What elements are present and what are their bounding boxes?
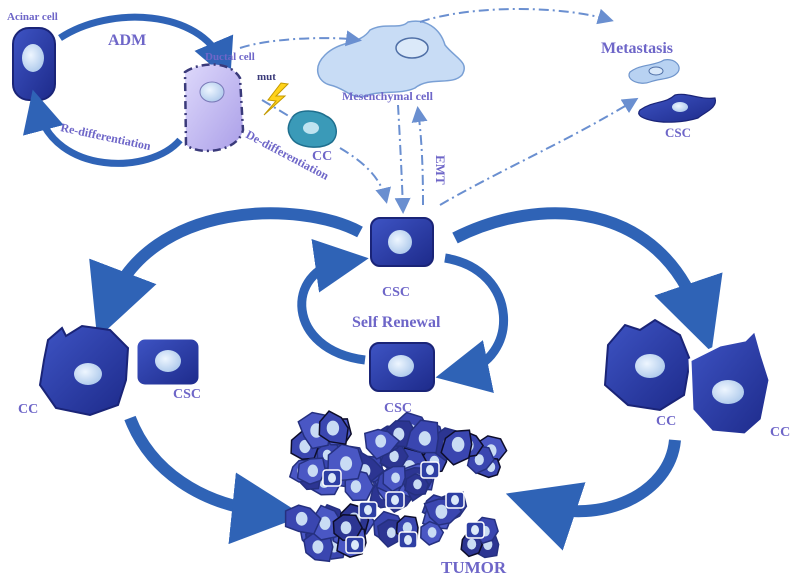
tumor-csc-nucleus: [391, 495, 399, 505]
tumor-cell-nucleus: [340, 456, 353, 471]
mesenchymal-cell-label: Mesenchymal cell: [342, 89, 434, 103]
tumor-cell-nucleus: [474, 454, 484, 466]
tumor-csc-nucleus: [351, 540, 359, 550]
tumor-cell-nucleus: [375, 434, 387, 448]
metastasis-label: Metastasis: [601, 40, 673, 57]
cc-top-label: CC: [312, 149, 332, 164]
tumor-cell-nucleus: [326, 420, 340, 436]
csc-cell-center-bottom: [369, 342, 435, 392]
tumor-cell-nucleus: [391, 472, 400, 484]
tumor-cell-nucleus: [295, 511, 308, 526]
self-renewal-arrow-right: [435, 253, 508, 393]
tumor-cell-nucleus: [413, 479, 422, 490]
lightning-icon: [263, 82, 290, 116]
ductal-cell-label: Ductal cell: [205, 51, 255, 63]
cc-cell-right-2: [688, 327, 772, 437]
mesenchymal-cell: [316, 20, 465, 98]
re-differentiation-arrow: [23, 89, 183, 167]
tumor-cell-nucleus: [386, 527, 396, 538]
tumor-label: TUMOR: [441, 558, 507, 577]
adm-label: ADM: [108, 32, 146, 49]
tumor-cell-nucleus: [307, 464, 318, 477]
ductal-cell: [183, 63, 245, 153]
tumor-cell-nucleus: [350, 480, 362, 493]
tumor-cell-nucleus: [299, 439, 311, 454]
acinar-cell: [12, 27, 56, 101]
tumor-mass: [284, 410, 508, 563]
csc-left-label: CSC: [173, 387, 201, 402]
tumor-cell-nucleus: [418, 431, 431, 446]
tumor-cell-nucleus: [435, 504, 448, 519]
arrow-to-right-group: [452, 207, 723, 353]
emt-label: EMT: [433, 155, 448, 185]
self-renewal-arrow-left: [297, 239, 369, 365]
adm-arrow: [58, 13, 234, 82]
tumor-csc-nucleus: [426, 465, 434, 475]
csc-metastasis-label: CSC: [665, 125, 691, 140]
tumor-csc-nucleus: [471, 525, 479, 535]
tumor-cell-nucleus: [312, 540, 324, 554]
cc-left-label: CC: [18, 402, 38, 417]
cc-right-1-label: CC: [656, 414, 676, 429]
cc-cell-left: [38, 324, 130, 417]
csc-center-top-label: CSC: [382, 285, 410, 300]
tumor-cell-nucleus: [402, 522, 413, 534]
tumor-csc-nucleus: [451, 495, 459, 505]
re-differentiation-label: Re-differentiation: [59, 120, 152, 153]
tumor-cell-nucleus: [467, 538, 477, 550]
tumor-cell-nucleus: [451, 436, 465, 452]
tumor-csc-nucleus: [404, 535, 412, 545]
tumor-csc-nucleus: [328, 473, 336, 483]
tumor-cell-nucleus: [389, 450, 399, 462]
self-renewal-label: Self Renewal: [352, 314, 441, 331]
acinar-cell-label: Acinar cell: [7, 11, 58, 23]
arrow-left-to-tumor: [124, 415, 304, 545]
tumor-cell-nucleus: [319, 516, 331, 530]
metastasis-mesenchymal-cell: [628, 59, 680, 84]
arrow-to-left-group: [89, 207, 363, 339]
arrow-right-to-tumor: [505, 439, 681, 551]
tumor-cell-nucleus: [340, 521, 352, 535]
cc-right-2-label: CC: [770, 425, 790, 440]
metastasis-csc-cell: [638, 93, 717, 123]
csc-cell-center-top: [370, 217, 434, 267]
cc-cell-right-1: [603, 318, 692, 412]
mut-label: mut: [257, 71, 276, 83]
csc-center-bottom-label: CSC: [384, 401, 412, 416]
dash-arrows: [239, 8, 639, 214]
cc-cell-mutated: [287, 110, 337, 148]
csc-cell-left: [134, 336, 202, 388]
tumor-csc-nucleus: [364, 505, 372, 515]
tumor-cell-nucleus: [427, 527, 437, 538]
